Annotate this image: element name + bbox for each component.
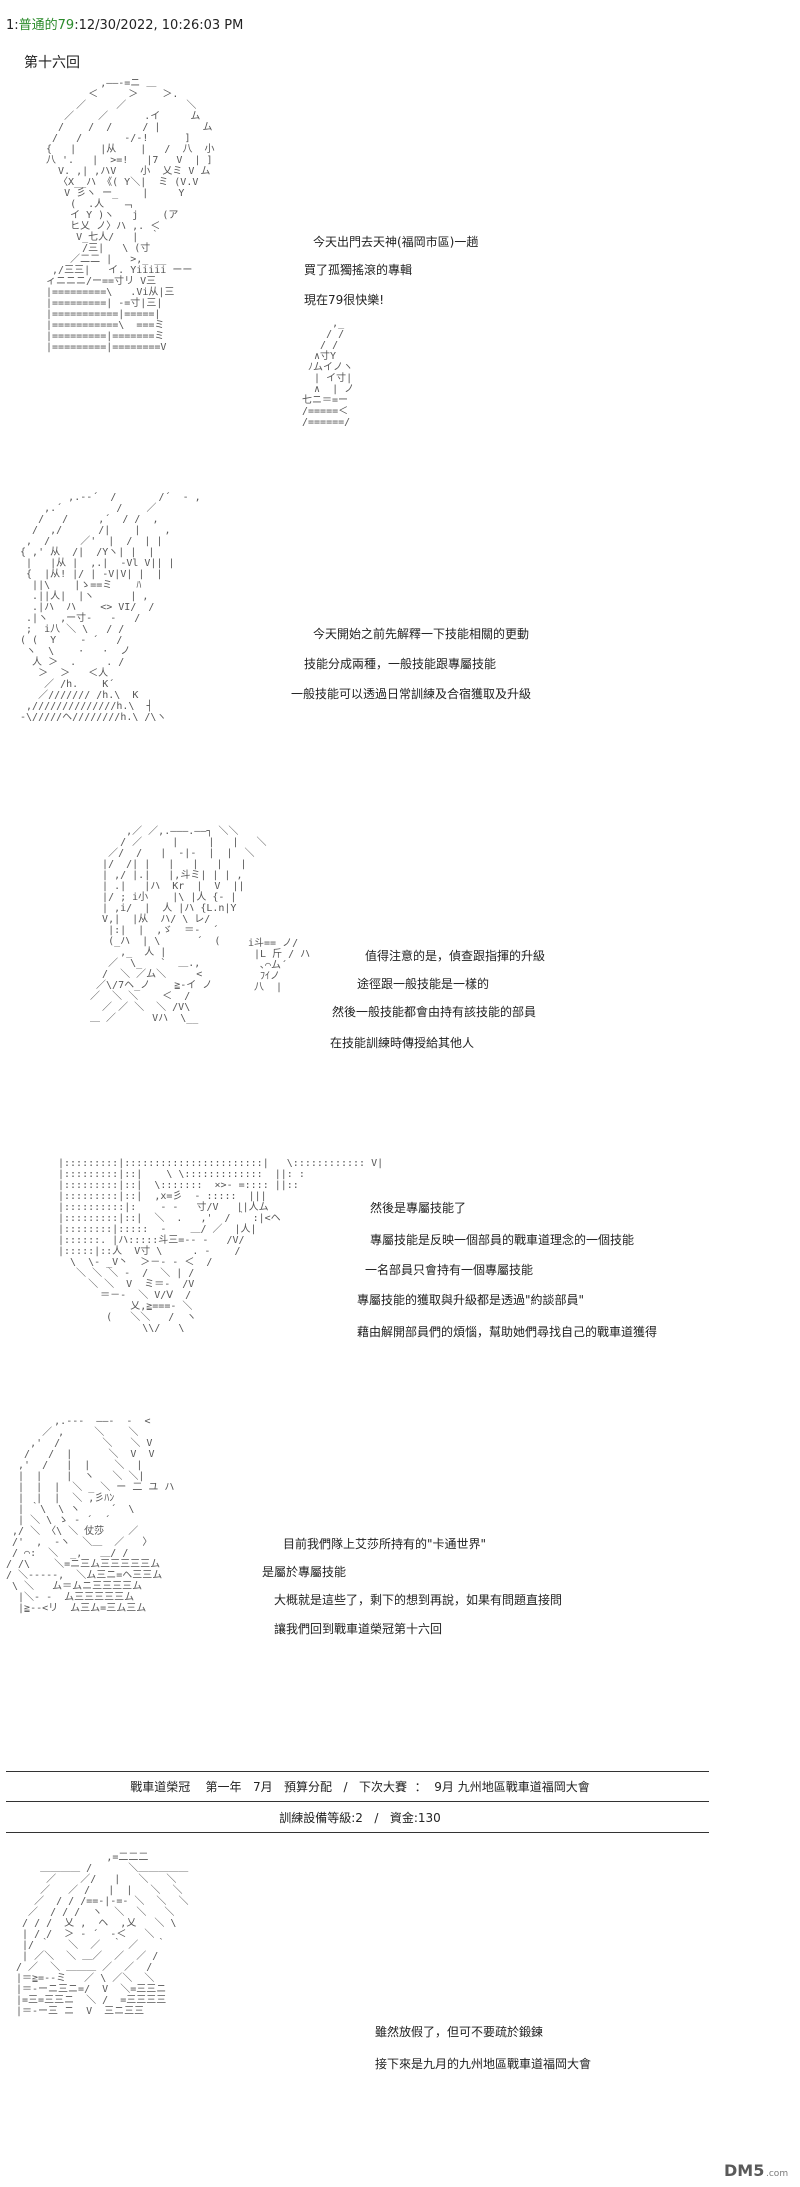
- dialogue-line: 現在79很快樂!: [304, 293, 385, 307]
- dialogue-line: 一名部員只會持有一個專屬技能: [365, 1263, 534, 1277]
- dialogue-line: 接下來是九月的九州地區戰車道福岡大會: [375, 2057, 592, 2071]
- ascii-art-panel-1-side: ,_ / / / / ∧寸Y ﾉムイノヽ | イ寸| ∧ | ノ 七ニ＝=ー /…: [302, 318, 355, 428]
- ascii-art-panel-3-side: i斗== ノ/ |L 斤 / ハ ､⌒ム´ ﾌｲノ 八 |: [248, 938, 311, 993]
- dialogue-line: 今天出門去天神(福岡市區)一趟: [313, 235, 479, 249]
- dialogue-line: 技能分成兩種，一般技能跟專屬技能: [304, 657, 497, 671]
- dialogue-line: 在技能訓練時傳授給其他人: [330, 1036, 475, 1050]
- dialogue-line: 藉由解開部員們的煩惱，幫助她們尋找自己的戰車道獲得: [357, 1325, 658, 1339]
- ascii-art-panel-1: ,——‐=ニ ＿ ＜ ＞ ＞. ／ ／ ＼ ／ ／ .イ ム / / / / |…: [46, 78, 215, 353]
- post-header: 1:普通的79:12/30/2022, 10:26:03 PM: [6, 14, 243, 33]
- status-divider-top: [6, 1771, 709, 1772]
- dialogue-line: 途徑跟一般技能是一樣的: [357, 977, 490, 991]
- dialogue-line: 專屬技能是反映一個部員的戰車道理念的一個技能: [370, 1233, 635, 1247]
- status-divider-bottom: [6, 1832, 709, 1833]
- post-number: 1:: [6, 18, 19, 33]
- training-status-line: 訓練設備等級:2 / 資金:130: [279, 1811, 441, 1825]
- ascii-art-panel-6: ,=二二二 ＿＿＿＿ / ＼＿＿＿＿＿ ／ ／/ | ＼ ＼ ／ ／ / | |…: [16, 1852, 189, 2017]
- dialogue-line: 雖然放假了，但可不要疏於鍛鍊: [375, 2025, 544, 2039]
- dialogue-line: 今天開始之前先解釋一下技能相關的更動: [313, 627, 530, 641]
- dialogue-line: 大概就是這些了，剩下的想到再說，如果有問題直接問: [274, 1593, 563, 1607]
- dialogue-line: 讓我們回到戰車道榮冠第十六回: [274, 1622, 443, 1636]
- post-datetime: :12/30/2022, 10:26:03 PM: [74, 18, 244, 33]
- dialogue-line: 值得注意的是，偵查跟指揮的升級: [365, 949, 546, 963]
- status-divider-middle: [6, 1801, 709, 1802]
- dm5-logo-icon: DM5 .com: [720, 2157, 792, 2183]
- ascii-art-panel-5: ,.--‐ ――‐ ‐ < ／ , ＼ ＼ ,' / ＼ ＼ V / / | ＼…: [6, 1416, 175, 1614]
- ascii-art-panel-4: |:::::::::|:::::::::::::::::::::::| \:::…: [58, 1158, 384, 1334]
- dialogue-line: 買了孤獨搖滾的專輯: [304, 263, 413, 277]
- dialogue-line: 是屬於專屬技能: [262, 1565, 347, 1579]
- dialogue-line: 然後一般技能都會由持有該技能的部員: [332, 1005, 537, 1019]
- poster-name[interactable]: 普通的79: [18, 18, 75, 33]
- game-status-line: 戰車道榮冠 第一年 7月 預算分配 / 下次大賽 ： 9月 九州地區戰車道福岡大…: [130, 1780, 590, 1794]
- chapter-title: 第十六回: [24, 55, 80, 71]
- dialogue-line: 專屬技能的獲取與升級都是透過"約談部員": [357, 1293, 585, 1307]
- ascii-art-panel-2: ,.-‐´ / /´ ‐ , ,.´ / ／ / / ,´ / / , / ,/…: [20, 492, 201, 723]
- ascii-art-panel-3: ,／ ／,.―――.――┐ ＼＼ / ／ | | | ＼ ／/ / | ‐|‐ …: [90, 826, 267, 1024]
- dialogue-line: 目前我們隊上艾莎所持有的"卡通世界": [283, 1537, 487, 1551]
- svg-text:DM5: DM5: [724, 2161, 764, 2180]
- dialogue-line: 一般技能可以透過日常訓練及合宿獲取及升級: [291, 687, 532, 701]
- svg-text:.com: .com: [766, 2169, 788, 2179]
- dialogue-line: 然後是專屬技能了: [370, 1201, 467, 1215]
